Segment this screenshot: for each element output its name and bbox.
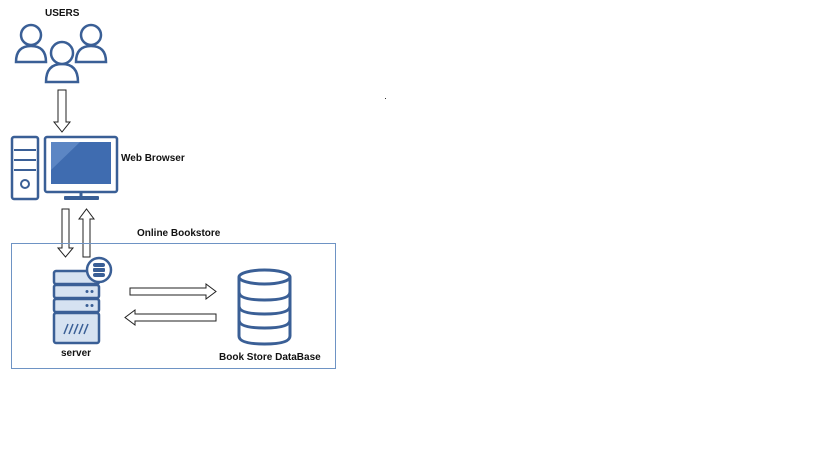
users-label: USERS	[45, 8, 80, 19]
server-icon	[52, 269, 101, 345]
database-label: Book Store DataBase	[219, 352, 321, 363]
server-to-browser-arrow	[78, 208, 95, 258]
database-icon	[237, 268, 292, 346]
database-to-server-arrow	[124, 309, 217, 326]
users-to-browser-arrow	[52, 89, 72, 133]
database-badge-icon	[85, 256, 113, 284]
online-bookstore-label: Online Bookstore	[137, 228, 221, 239]
desktop-computer-icon	[10, 135, 119, 201]
users-icon	[14, 23, 108, 84]
browser-to-server-arrow	[56, 208, 75, 258]
online-bookstore-boundary	[11, 243, 336, 369]
stray-dot	[385, 98, 386, 99]
web-browser-label: Web Browser	[121, 153, 185, 164]
server-label: server	[61, 348, 92, 359]
server-to-database-arrow	[129, 283, 217, 300]
